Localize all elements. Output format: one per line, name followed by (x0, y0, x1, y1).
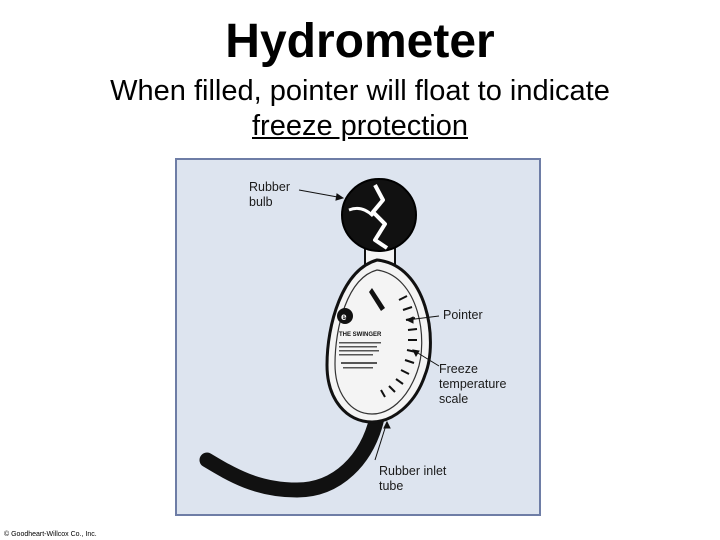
slide-title: Hydrometer (225, 15, 495, 68)
inlet-tube (199, 410, 385, 498)
device-fine-print (339, 342, 381, 369)
hydrometer-body-inner (334, 269, 423, 415)
subtitle-line-2: freeze protection (251, 110, 468, 142)
hydrometer-figure: e THE SWINGER Rubber bulb Pointer Fre (175, 158, 541, 516)
subtitle-line-1: When filled, pointer will float to indic… (110, 75, 610, 107)
copyright-notice: © Goodheart-Willcox Co., Inc. (4, 531, 97, 538)
slide-subtitle: When filled, pointer will float to indic… (40, 74, 680, 144)
callout-inlet-tube: Rubber inlet tube (379, 464, 447, 493)
brand-letter: e (341, 312, 347, 323)
brand-mark (337, 308, 353, 324)
callout-pointer: Pointer (443, 308, 483, 322)
device-model-label: THE SWINGER (339, 332, 382, 338)
bulb-highlight (371, 184, 389, 250)
rubber-bulb-shape (341, 178, 417, 252)
hydrometer-illustration: e THE SWINGER (199, 178, 440, 498)
callout-freeze-scale: Freeze temperature scale (439, 362, 507, 406)
bulb-highlight-2 (348, 206, 375, 218)
hydrometer-body (325, 258, 432, 424)
callout-leaders (298, 189, 440, 461)
callout-rubber-bulb: Rubber bulb (249, 180, 290, 209)
pointer-float (369, 288, 385, 311)
